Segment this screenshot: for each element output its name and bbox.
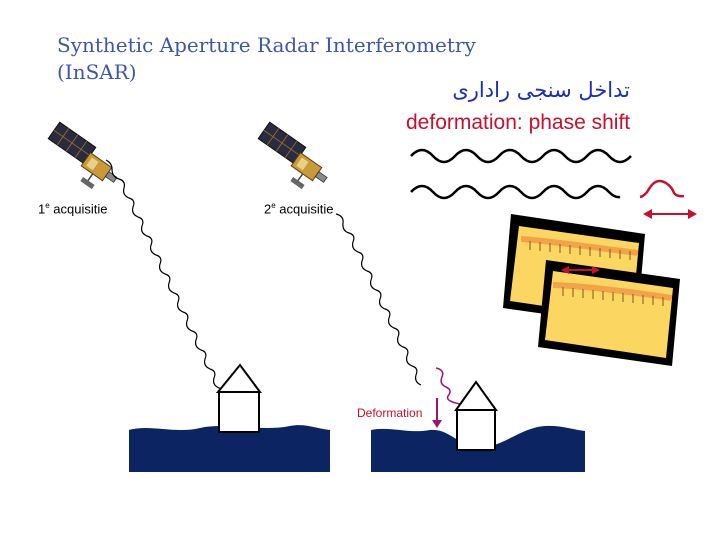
title-line-2: (InSAR): [57, 60, 137, 84]
interferogram-panel-front: [538, 260, 680, 366]
acquisition-1-label: 1e acquisitie: [38, 201, 108, 217]
title-line-1: Synthetic Aperture Radar Interferometry: [57, 33, 476, 57]
radar-beam-2-deformation-segment: [435, 367, 461, 405]
page-title: Synthetic Aperture Radar Interferometry …: [57, 32, 476, 86]
phase-shift-double-arrow-icon: [643, 209, 697, 219]
phase-wave-2: [410, 184, 621, 200]
deformation-phase-shift-title: deformation: phase shift: [406, 111, 631, 134]
satellite-1-icon: [47, 121, 121, 198]
deformation-arrow-icon: [432, 398, 442, 428]
house-1-icon: [215, 363, 262, 433]
deformation-label: Deformation: [357, 406, 423, 420]
phase-wave-2-shift: [639, 179, 685, 199]
acquisition-2-label: 2e acquisitie: [264, 201, 334, 217]
panel-shift-double-arrow-icon: [561, 266, 600, 274]
phase-wave-1: [410, 148, 632, 164]
persian-title: تداخل سنجی راداری: [452, 78, 630, 102]
satellite-2-icon: [257, 121, 331, 198]
radar-beam-2: [335, 213, 422, 386]
house-2-icon: [454, 380, 498, 451]
ground-1: [129, 425, 330, 472]
